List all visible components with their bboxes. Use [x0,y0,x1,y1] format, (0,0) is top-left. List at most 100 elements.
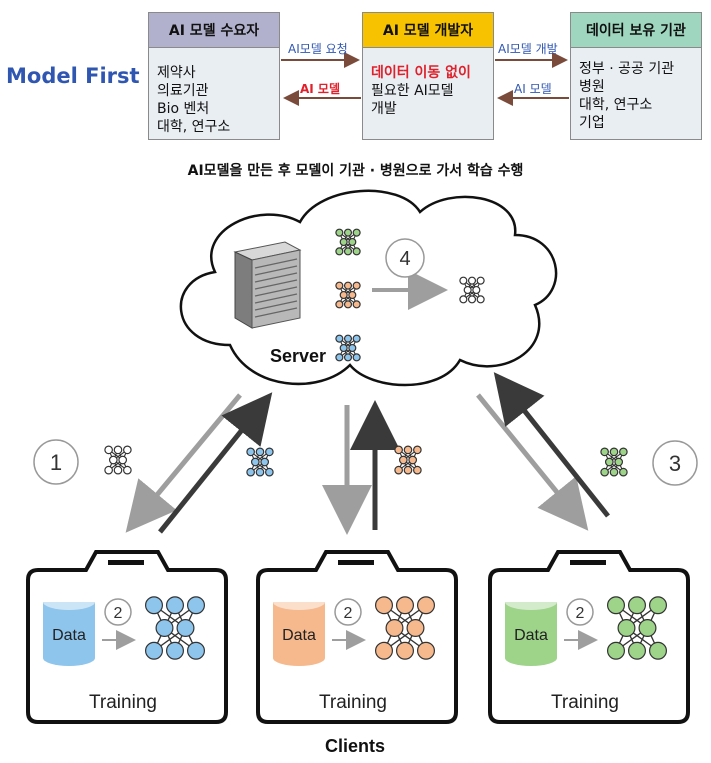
network-node [406,619,425,638]
database-bottom [43,650,95,666]
step-3-number: 3 [669,451,681,476]
network-node [339,343,348,353]
client-update-green-icon [600,447,628,477]
network-node [255,447,265,457]
holder-line: 기업 [579,115,605,131]
developer-line: 개발 [371,101,397,117]
network-node [145,641,164,660]
holder-line: 병원 [579,79,605,95]
network-node [408,455,418,465]
network-node [335,300,344,309]
step-2-circle [334,598,362,626]
network-node [348,237,357,247]
federated-learning-diagram: Server 4 1 3 Data2TrainingData2TrainingD… [26,189,698,756]
holder-box: 데이터 보유 기관 정부 · 공공 기관 병원 대학, 연구소 기업 [570,12,702,140]
network-node [145,596,164,615]
network-node [375,641,394,660]
local-model-icon [375,596,436,660]
network-node [118,455,128,465]
request-label: AI모델 요청 [288,42,348,56]
training-label: Training [319,692,387,713]
network-node [648,596,667,615]
network-node [343,334,353,343]
network-node [459,295,468,304]
network-node [343,281,353,290]
network-node [265,447,274,457]
cloud-shape [179,189,558,387]
network-node [396,641,415,660]
client-update-blue-icon [246,447,274,477]
network-node [609,447,619,457]
top-arrows [281,52,569,106]
network-node [108,455,118,465]
developer-line: 필요한 AI모델 [371,83,454,99]
network-node [352,228,361,237]
network-node [265,467,274,477]
server-label: Server [270,346,326,366]
network-node [398,455,408,465]
step-1-number: 1 [50,450,62,475]
network-node [396,596,415,615]
database-bottom [505,650,557,666]
network-node [600,467,609,477]
network-node [113,465,123,475]
network-node [335,281,344,290]
network-node [348,343,357,353]
step-2-number: 2 [114,605,123,622]
download-arrow-left [125,393,242,533]
client-handle [570,560,606,565]
network-node [176,619,195,638]
network-node [123,445,132,455]
database-top [505,594,557,610]
developer-box: AI 모델 개발자 데이터 이동 없이 필요한 AI모델 개발 [362,12,494,140]
database-top [273,594,325,610]
network-node [343,247,353,256]
network-node [352,281,361,290]
database-top [43,594,95,610]
server-rack-line [254,279,298,290]
step-3-circle [652,440,698,486]
server-model-green-icon [335,228,361,256]
network-node [260,457,270,467]
developer-box-title: AI 모델 개발자 [363,13,493,48]
database-bottom [273,650,325,666]
server-model-blue-icon [335,334,361,362]
network-node [609,467,619,477]
client-handle [338,560,374,565]
network-node [476,276,485,285]
training-label: Training [551,692,619,713]
network-node [606,596,625,615]
network-node [606,641,625,660]
demand-box: AI 모델 수요자 제약사 의료기관 Bio 벤처 대학, 연구소 [148,12,280,140]
client-handle [108,560,144,565]
data-label: Data [52,627,86,644]
step-2-circle [104,598,132,626]
clients-label: Clients [325,736,385,756]
network-node [104,445,113,455]
network-node [335,228,344,237]
network-node [617,619,636,638]
network-node [155,619,174,638]
network-node [472,285,481,295]
server-model-orange-icon [335,281,361,309]
upload-arrow-left [158,392,273,534]
network-node [394,445,403,455]
network-node [394,465,403,475]
network-node [352,300,361,309]
client-update-orange-icon [394,445,422,475]
network-node [339,237,348,247]
network-node [467,276,477,285]
server-rack-line [254,307,298,318]
network-node [627,641,646,660]
network-node [413,445,422,455]
network-node [250,457,260,467]
demand-box-title: AI 모델 수요자 [149,13,279,48]
demand-line: 대학, 연구소 [157,119,231,135]
network-node [467,295,477,304]
server-rack-line [254,293,298,304]
server-rack-line [254,265,298,276]
network-node [627,596,646,615]
database-body [43,602,95,658]
